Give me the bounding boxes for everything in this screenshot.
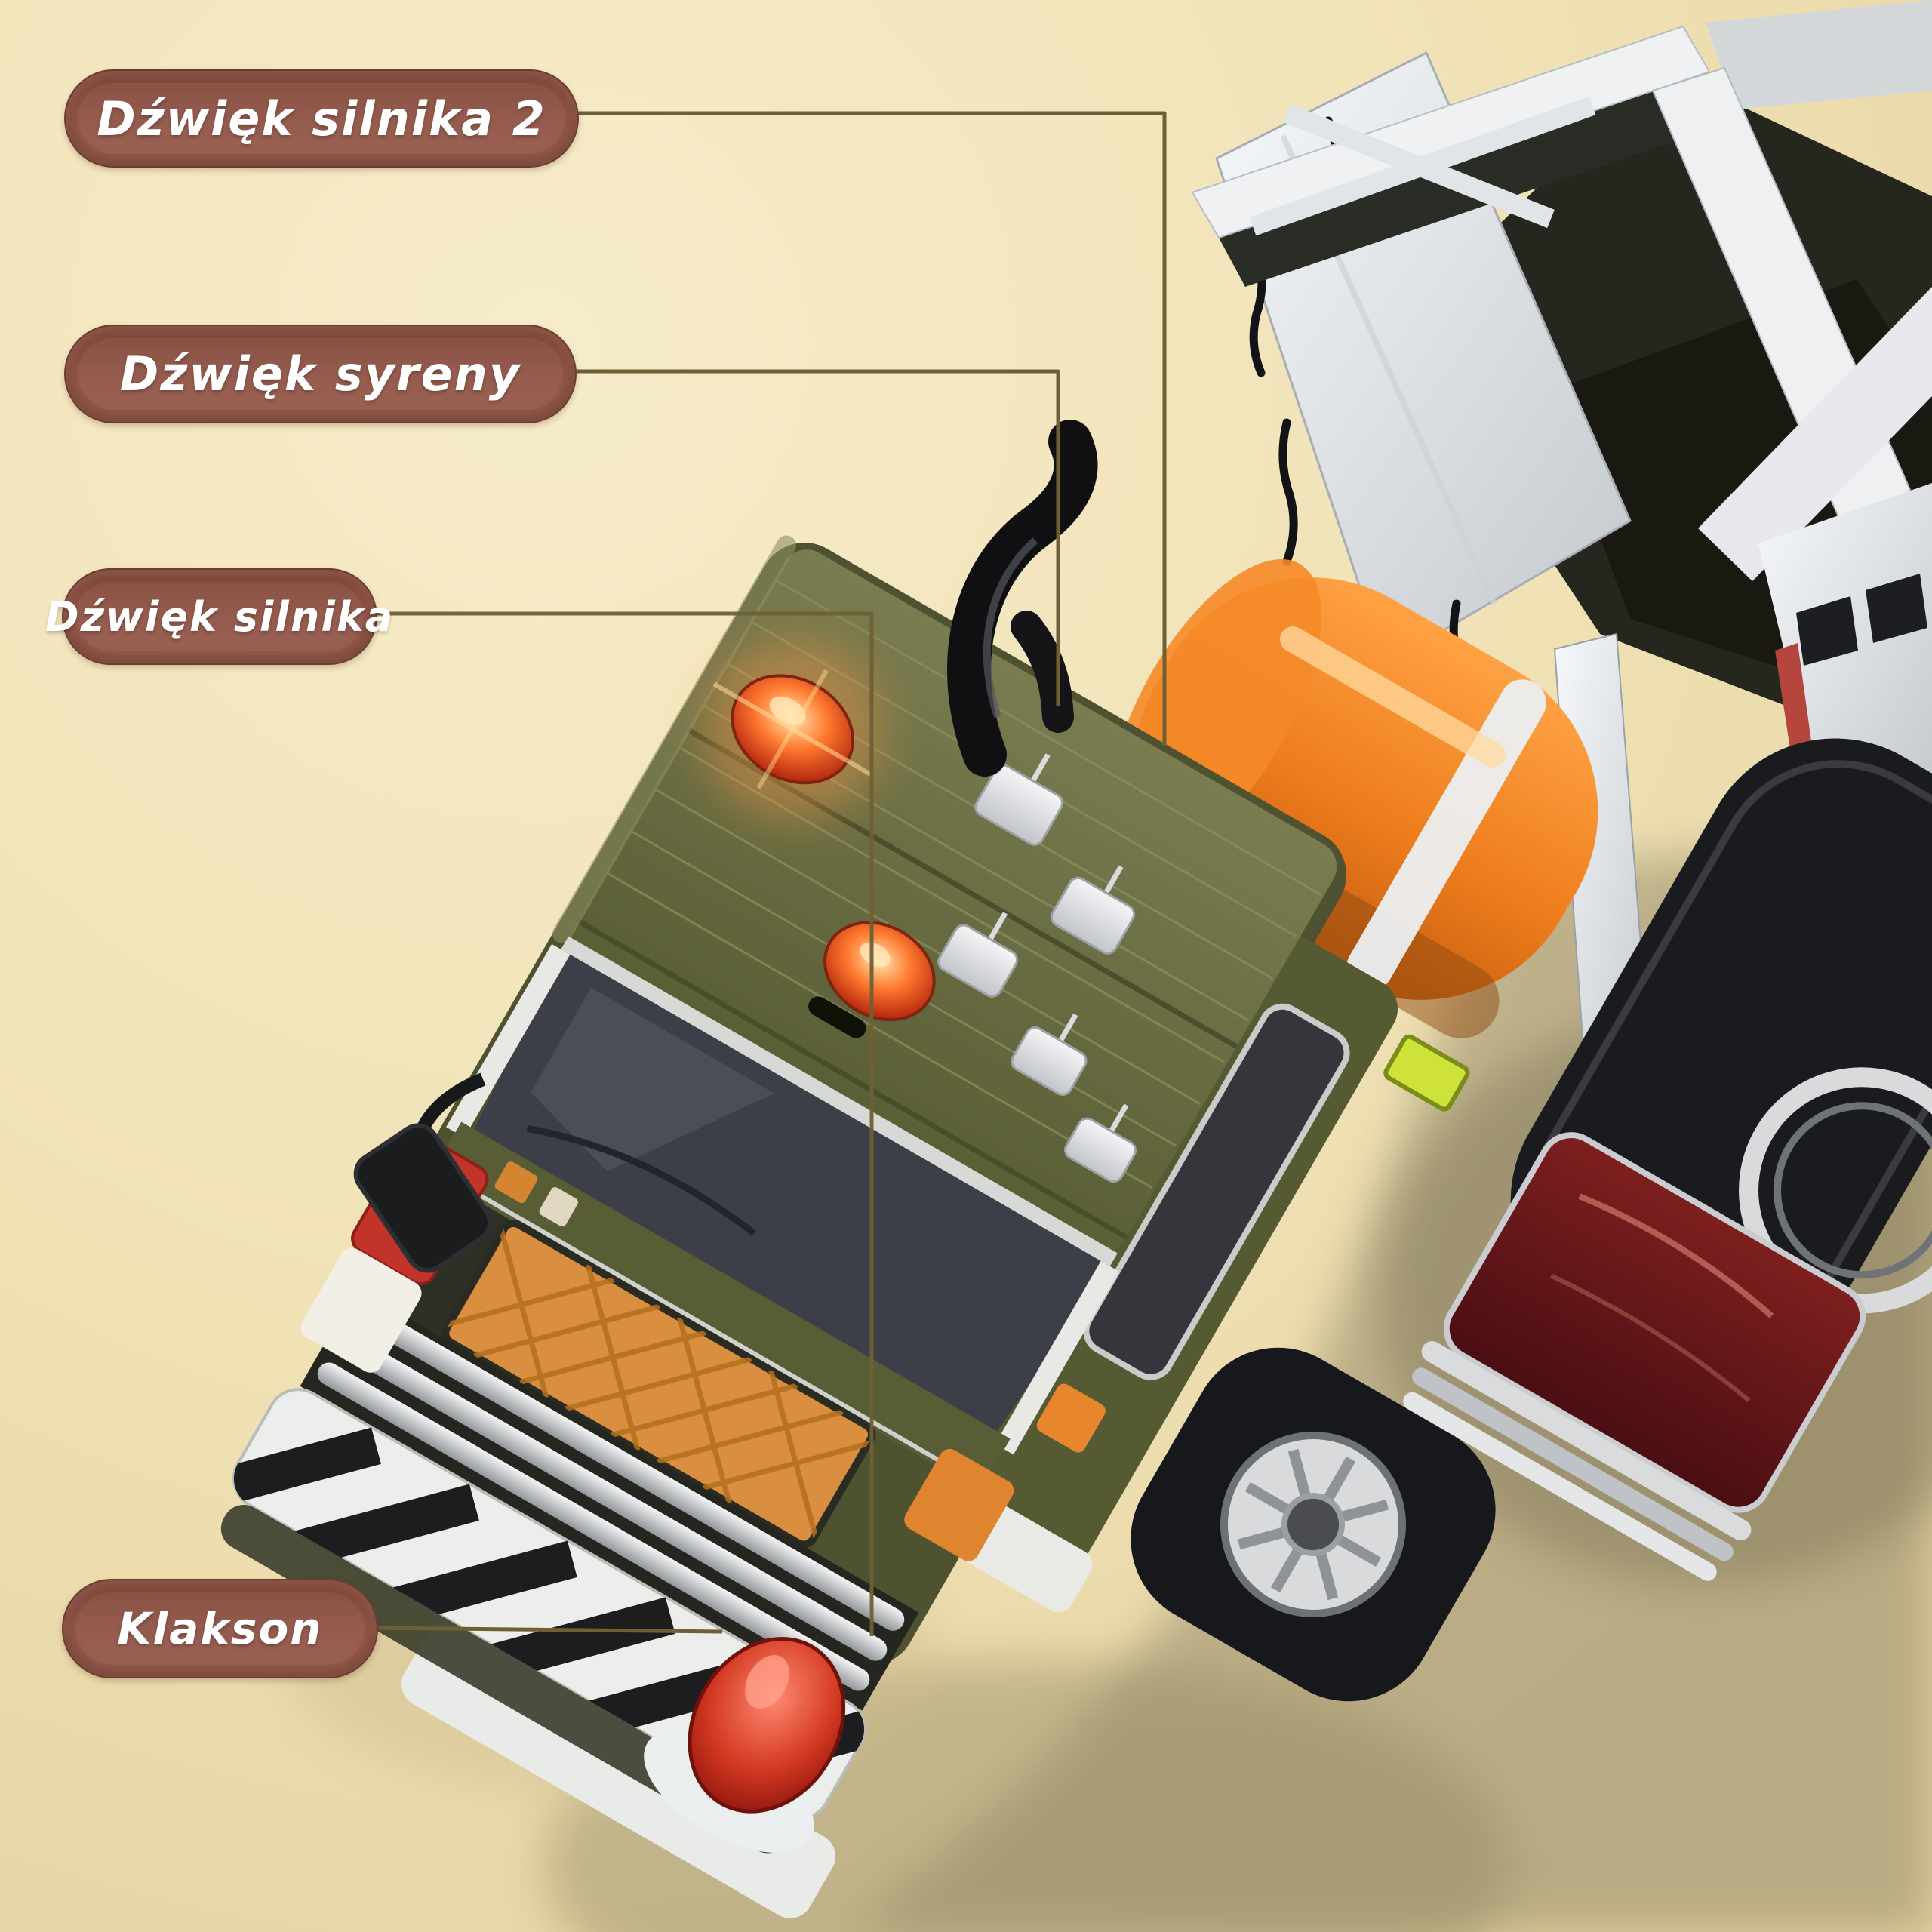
chrome-slat-2 <box>334 1332 888 1661</box>
callout-pill-horn: Klakson <box>62 1579 378 1678</box>
mirror-arm-right <box>1011 611 1074 733</box>
corner-lamp-white <box>300 1247 422 1373</box>
a-pillar-left <box>446 943 571 1138</box>
hood-hash-2 <box>539 1187 578 1227</box>
roof-button[interactable] <box>1062 1089 1154 1185</box>
pointer-line-horn <box>374 1626 723 1634</box>
windshield-gloss <box>531 987 774 1171</box>
chrome-slat-3 <box>317 1362 870 1691</box>
roof-button[interactable] <box>1008 998 1104 1098</box>
roof-left-edge-highlight <box>552 535 796 943</box>
cargo-top-rail <box>1191 25 1711 239</box>
chrome-slat-1 <box>352 1302 905 1631</box>
callout-label: Dźwięk syreny <box>119 346 521 401</box>
callout-pill-siren-sound: Dźwięk syreny <box>64 325 577 423</box>
pointer-lines <box>374 111 1167 1636</box>
callout-label: Klakson <box>117 1603 323 1654</box>
pointer-line-siren-sound <box>574 369 1060 706</box>
a-pillar-right <box>995 1260 1119 1455</box>
cargo-right-brace-2 <box>1698 287 1932 581</box>
windshield-top-trim <box>561 936 1118 1266</box>
roof-button[interactable] <box>935 896 1035 1000</box>
step-skirt-2 <box>1412 1367 1734 1561</box>
side-marker-light <box>1036 1383 1106 1453</box>
pointer-line-engine-sound-2 <box>576 111 1167 746</box>
callout-pill-engine-sound: Dźwięk silnika <box>45 568 392 665</box>
callout-label: Dźwięk silnika 2 <box>97 91 546 146</box>
cargo-trailer <box>1191 0 1932 1134</box>
exhaust-and-mirrors <box>353 420 1098 1273</box>
fuel-tank-gloss <box>1280 626 1506 768</box>
roof-beacon-left <box>702 638 884 820</box>
grille-orange-right <box>904 1448 1014 1561</box>
step-skirt-1 <box>1421 1341 1752 1541</box>
step-box <box>1403 1132 1866 1581</box>
pointer-line-engine-sound <box>375 611 874 1636</box>
step-skirt-3 <box>1403 1392 1717 1581</box>
roof-button[interactable] <box>1048 848 1152 956</box>
roof-button[interactable] <box>972 736 1081 848</box>
front-wheel <box>1131 1347 1496 1702</box>
exhaust-snorkel <box>947 420 1098 777</box>
hood-band <box>431 1121 1011 1491</box>
roof-vent-slot <box>808 996 866 1038</box>
grille-crosshatch <box>441 1219 876 1549</box>
cargo-window-slots <box>1796 574 1927 666</box>
roof-beacon-right <box>823 921 936 1022</box>
fuel-tank-reflector-sticker <box>1383 1034 1470 1112</box>
roof-buttons[interactable] <box>846 736 1286 1185</box>
front-beacon <box>644 1637 846 1853</box>
callout-pill-engine-sound-2: Dźwięk silnika 2 <box>64 69 579 168</box>
hood-hash-1 <box>494 1161 538 1204</box>
wheel-hub <box>1281 1493 1345 1556</box>
cargo-red-stripe <box>1775 643 1811 749</box>
cargo-top-bar-right <box>1706 0 1932 109</box>
callout-label: Dźwięk silnika <box>45 592 395 641</box>
cargo-x-braces <box>1249 96 1596 236</box>
wiper <box>526 1124 757 1236</box>
mirror-left <box>353 1072 492 1273</box>
side-window <box>1083 1003 1350 1380</box>
